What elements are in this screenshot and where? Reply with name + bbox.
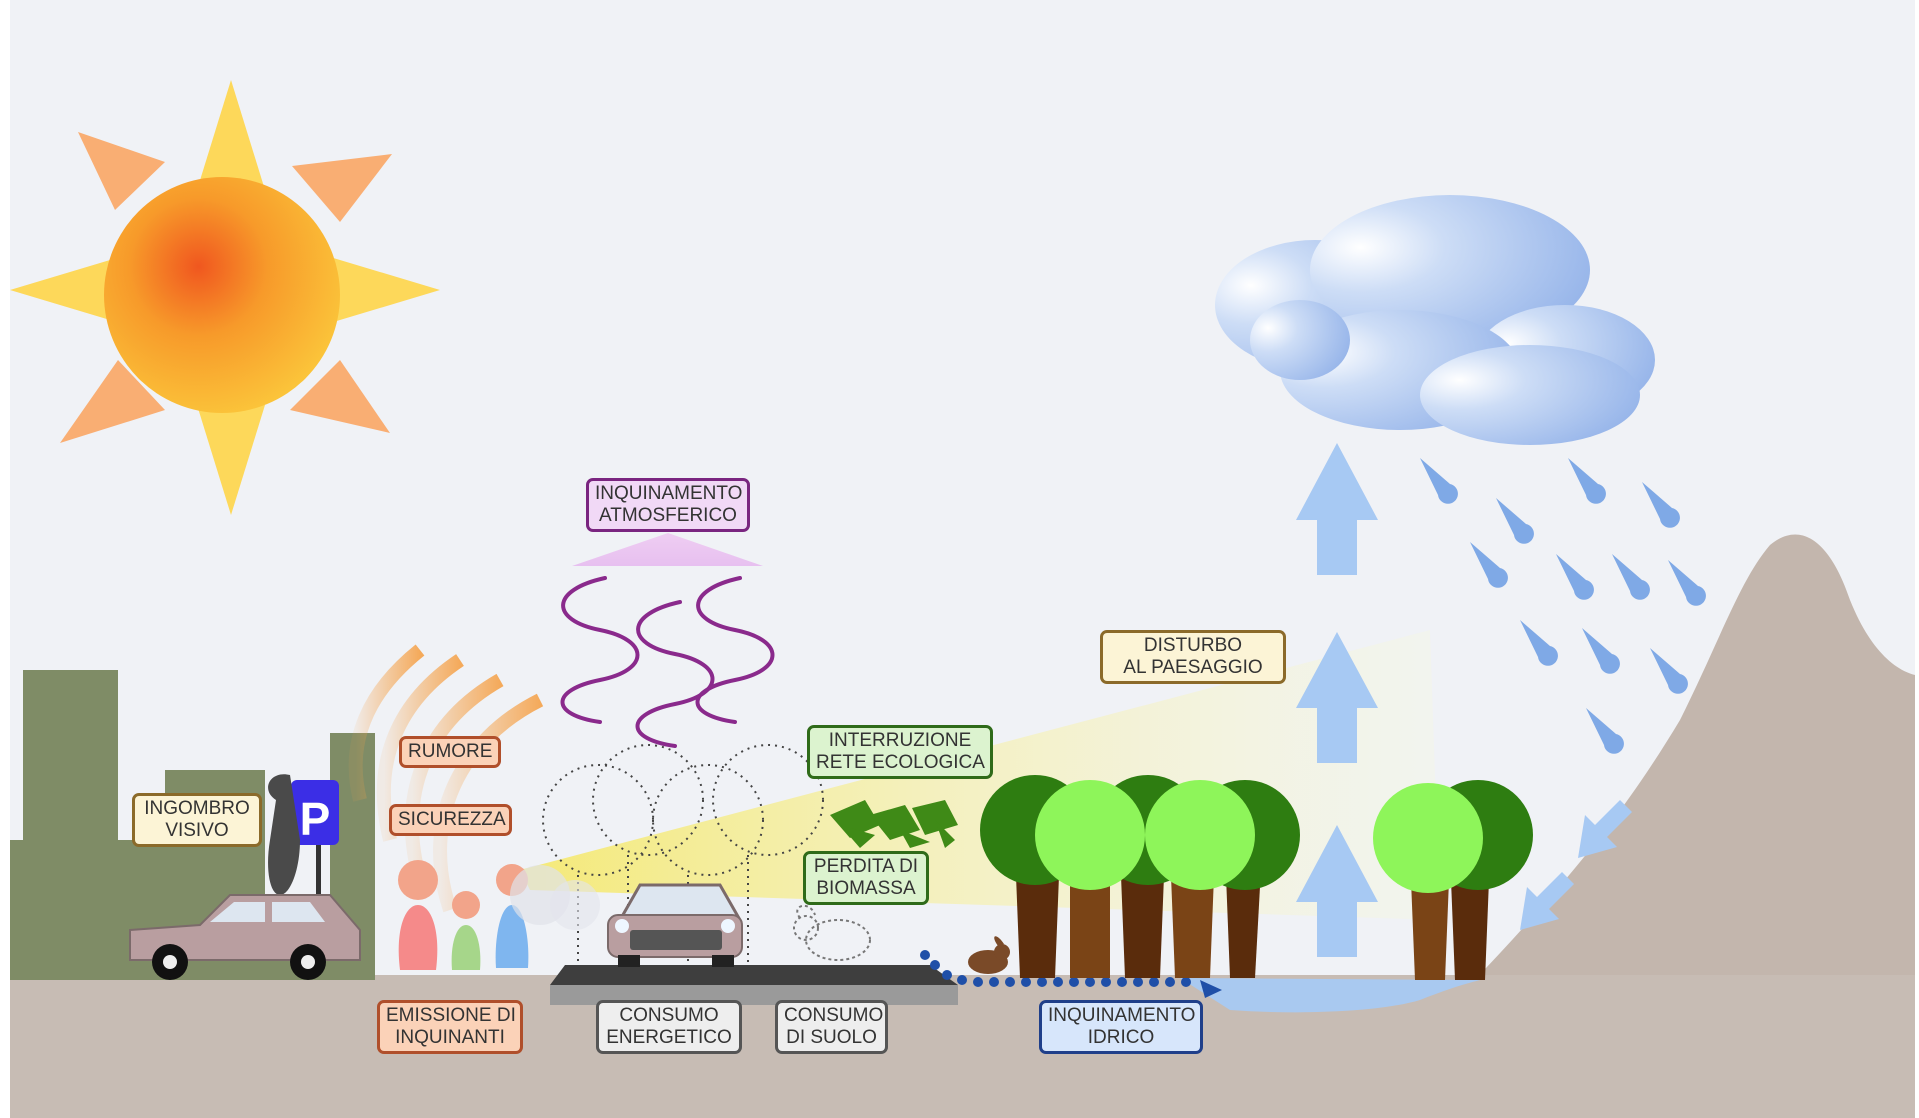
runoff-arrows xyxy=(1520,800,1632,930)
label-consumo-suolo: CONSUMO DI SUOLO xyxy=(775,1000,888,1054)
sun-ray xyxy=(197,80,265,190)
label-ingombro-visivo: INGOMBRO VISIVO xyxy=(132,793,262,847)
label-line: EMISSIONE DI xyxy=(386,1005,516,1026)
visual-obstruction-figure xyxy=(268,774,300,895)
label-line: ENERGETICO xyxy=(606,1027,732,1048)
ground xyxy=(10,975,1915,1118)
ecological-network-shape xyxy=(830,800,958,848)
label-line: INQUINAMENTO xyxy=(595,483,743,504)
car-left xyxy=(129,894,361,980)
label-rumore: RUMORE xyxy=(399,736,501,768)
atmospheric-triangle xyxy=(572,533,763,566)
label-interruzione-rete-ecologica: INTERRUZIONE RETE ECOLOGICA xyxy=(807,725,993,779)
label-line: VISIVO xyxy=(165,820,229,841)
label-line: INQUINANTI xyxy=(395,1027,505,1048)
sun xyxy=(10,80,440,515)
sun-ray xyxy=(197,405,265,515)
sun-ray xyxy=(10,257,120,323)
label-line: IDRICO xyxy=(1087,1027,1155,1048)
label-line: PERDITA DI xyxy=(813,856,919,877)
label-line: DI SUOLO xyxy=(786,1027,877,1048)
label-sicurezza: SICUREZZA xyxy=(389,804,512,836)
label-line: BIOMASSA xyxy=(816,878,916,899)
label-emissione-inquinanti: EMISSIONE DI INQUINANTI xyxy=(377,1000,523,1054)
label-line: SICUREZZA xyxy=(398,809,506,830)
water-pollution-dots xyxy=(920,950,1222,998)
label-inquinamento-atmosferico: INQUINAMENTO ATMOSFERICO xyxy=(586,478,750,532)
road xyxy=(550,965,958,985)
label-line: ATMOSFERICO xyxy=(599,505,737,526)
label-inquinamento-idrico: INQUINAMENTO IDRICO xyxy=(1039,1000,1203,1054)
label-disturbo-paesaggio: DISTURBO AL PAESAGGIO xyxy=(1100,630,1286,684)
rain xyxy=(1420,458,1706,754)
car-front xyxy=(607,883,743,967)
label-line: AL PAESAGGIO xyxy=(1123,657,1263,678)
label-line: RETE ECOLOGICA xyxy=(816,752,985,773)
parking-sign xyxy=(291,780,339,930)
label-line: INQUINAMENTO xyxy=(1048,1005,1196,1026)
atmospheric-squiggles xyxy=(560,576,775,748)
sun-ray xyxy=(330,257,440,323)
sun-ray xyxy=(292,154,392,222)
sun-ray xyxy=(78,132,165,210)
label-line: DISTURBO xyxy=(1143,635,1243,656)
parking-letter: P xyxy=(300,793,331,845)
cloud xyxy=(1215,195,1655,445)
label-line: CONSUMO xyxy=(619,1005,719,1026)
mountain xyxy=(1470,534,1915,1118)
label-consumo-energetico: CONSUMO ENERGETICO xyxy=(596,1000,742,1054)
label-perdita-biomassa: PERDITA DI BIOMASSA xyxy=(803,851,929,905)
label-line: INTERRUZIONE xyxy=(828,730,972,751)
label-line: INGOMBRO xyxy=(144,798,250,819)
evaporation-arrows xyxy=(1296,443,1378,957)
label-line: CONSUMO xyxy=(784,1005,884,1026)
rabbit-outline xyxy=(793,904,871,961)
label-line: RUMORE xyxy=(408,741,493,762)
sun-ray xyxy=(290,360,390,433)
sun-disc xyxy=(104,177,340,413)
rabbit xyxy=(968,936,1010,974)
forest xyxy=(980,775,1300,978)
tree-right xyxy=(1373,780,1533,980)
people xyxy=(398,860,600,970)
water-stream xyxy=(1180,978,1480,1013)
sun-ray xyxy=(60,360,165,443)
